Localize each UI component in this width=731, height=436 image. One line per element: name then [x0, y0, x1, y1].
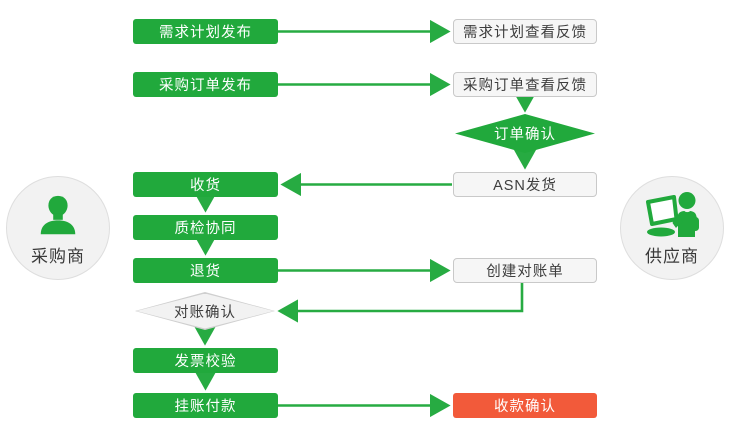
- node-return-goods: 退货: [133, 258, 278, 283]
- person-computer-icon: [643, 189, 701, 239]
- node-purchase-order-feedback: 采购订单查看反馈: [453, 72, 597, 97]
- decision-label: 对账确认: [174, 304, 236, 321]
- node-purchase-order-publish: 采购订单发布: [133, 72, 278, 97]
- decision-statement-confirm: 对账确认: [135, 292, 275, 330]
- buyer-actor: 采购商: [6, 176, 110, 280]
- node-asn-ship: ASN发货: [453, 172, 597, 197]
- decision-order-confirm: 订单确认: [455, 114, 595, 153]
- node-payment-confirm: 收款确认: [453, 393, 597, 418]
- person-icon: [35, 189, 81, 239]
- node-invoice-verify: 发票校验: [133, 348, 278, 373]
- node-demand-plan-feedback: 需求计划查看反馈: [453, 19, 597, 44]
- node-quality-inspection: 质检协同: [133, 215, 278, 240]
- node-receive-goods: 收货: [133, 172, 278, 197]
- connector-statement-to-confirm: [277, 283, 524, 323]
- supplier-label: 供应商: [645, 247, 699, 266]
- node-demand-plan-publish: 需求计划发布: [133, 19, 278, 44]
- supplier-actor: 供应商: [620, 176, 724, 280]
- decision-label: 订单确认: [494, 127, 556, 143]
- node-book-payment: 挂账付款: [133, 393, 278, 418]
- node-create-statement: 创建对账单: [453, 258, 597, 283]
- buyer-label: 采购商: [31, 247, 85, 266]
